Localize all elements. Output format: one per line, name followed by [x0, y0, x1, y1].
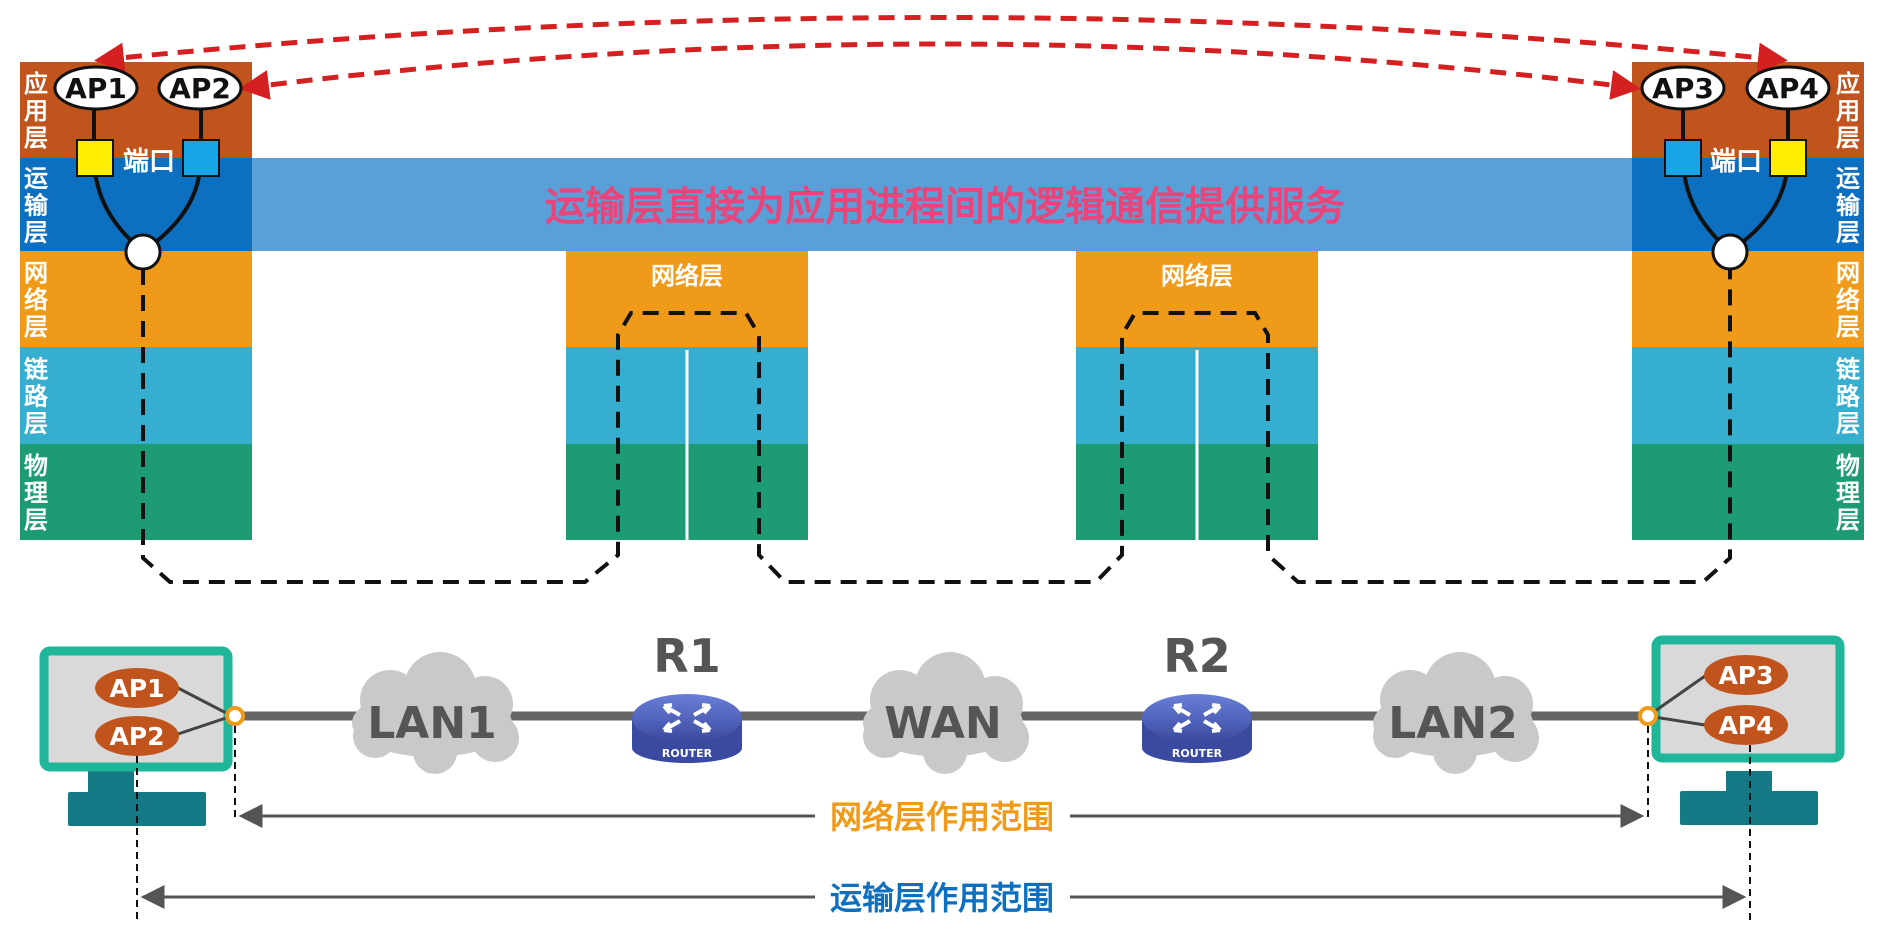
r1-label: R1: [653, 629, 720, 683]
router-r2-icon: [1142, 694, 1252, 742]
right-host-screen: [1651, 635, 1845, 763]
right-physical-layer-label: 物理层: [1836, 452, 1860, 534]
ap1-ap4-logical-arrow: [94, 15, 1788, 73]
router-r2: R2 ROUTER: [1142, 629, 1252, 763]
banner-text: 运输层直接为应用进程间的逻辑通信提供服务: [545, 184, 1345, 230]
transport-scope-label: 运输层作用范围: [830, 879, 1054, 917]
right-transport-layer-label: 运输层: [1836, 165, 1861, 247]
left-link-layer-label: 链路层: [24, 356, 49, 438]
router-r1-icon: [632, 694, 742, 742]
right-application-layer-label: 应用层: [1836, 70, 1860, 152]
ap2-ap3-logical-arrow: [239, 41, 1641, 100]
left-link-layer: [20, 347, 252, 444]
transport-banner: [20, 158, 1864, 251]
ap4-label: AP4: [1757, 72, 1819, 105]
right-link-layer: [1632, 347, 1864, 444]
data-path-dashed: [141, 269, 1732, 584]
r2-label: R2: [1163, 629, 1230, 683]
router2-stack: 网络层: [1076, 251, 1318, 540]
r1-network-layer: [566, 251, 808, 347]
right-network-layer-label: 网络层: [1836, 259, 1860, 341]
ap4-process-oval: [1745, 65, 1831, 111]
left-host: AP1 AP2: [39, 646, 245, 826]
router1-stack: 网络层: [566, 251, 808, 540]
port-blue-left: [182, 139, 220, 177]
right-stack: [1632, 62, 1864, 540]
left-physical-layer-label: 物理层: [24, 452, 48, 534]
right-transport-mux: [1711, 233, 1749, 271]
ap3-label: AP3: [1652, 72, 1714, 105]
wan-label: WAN: [884, 698, 1001, 749]
host-ap1-oval: [95, 668, 179, 708]
left-transport-layer-label: 运输层: [24, 165, 49, 247]
port-label-right: 端口: [1710, 147, 1762, 177]
right-host-port: [1638, 706, 1658, 726]
wan-cloud: WAN: [863, 652, 1029, 774]
left-physical-layer: [20, 444, 252, 540]
left-stack: [20, 62, 252, 540]
host-ap4-oval: [1704, 705, 1788, 745]
router-r1: R1 ROUTER: [632, 629, 742, 763]
host-ap3-label: AP3: [1718, 661, 1773, 690]
network-scope-label: 网络层作用范围: [830, 798, 1054, 836]
right-link-layer-label: 链路层: [1836, 356, 1861, 438]
ap1-process-oval: [53, 65, 139, 111]
ap3-process-oval: [1640, 65, 1726, 111]
right-physical-layer: [1632, 444, 1864, 540]
left-host-port: [225, 706, 245, 726]
port-blue-right: [1664, 139, 1702, 177]
right-host: AP3 AP4: [1638, 635, 1845, 825]
left-transport-mux: [124, 233, 162, 271]
r1-router-caption: ROUTER: [662, 747, 713, 760]
host-ap4-label: AP4: [1718, 711, 1773, 740]
port-yellow-left: [76, 139, 114, 177]
port-label-left: 端口: [123, 147, 175, 177]
host-ap2-oval: [95, 716, 179, 756]
port-yellow-right: [1769, 139, 1807, 177]
host-ap2-label: AP2: [109, 722, 164, 751]
lan2-label: LAN2: [1388, 698, 1518, 749]
host-ap1-label: AP1: [109, 674, 164, 703]
lan1-label: LAN1: [367, 698, 497, 749]
ap2-process-oval: [157, 65, 243, 111]
r2-router-caption: ROUTER: [1172, 747, 1223, 760]
lan1-cloud: LAN1: [352, 652, 519, 774]
r1-network-label: 网络层: [651, 262, 723, 290]
left-application-layer-label: 应用层: [24, 70, 48, 152]
right-network-layer: [1632, 251, 1864, 347]
left-network-layer-label: 网络层: [24, 259, 48, 341]
r2-network-label: 网络层: [1161, 262, 1233, 290]
host-ap3-oval: [1704, 655, 1788, 695]
ap1-label: AP1: [65, 72, 127, 105]
ap2-label: AP2: [169, 72, 231, 105]
r2-network-layer: [1076, 251, 1318, 347]
lan2-cloud: LAN2: [1373, 652, 1539, 774]
